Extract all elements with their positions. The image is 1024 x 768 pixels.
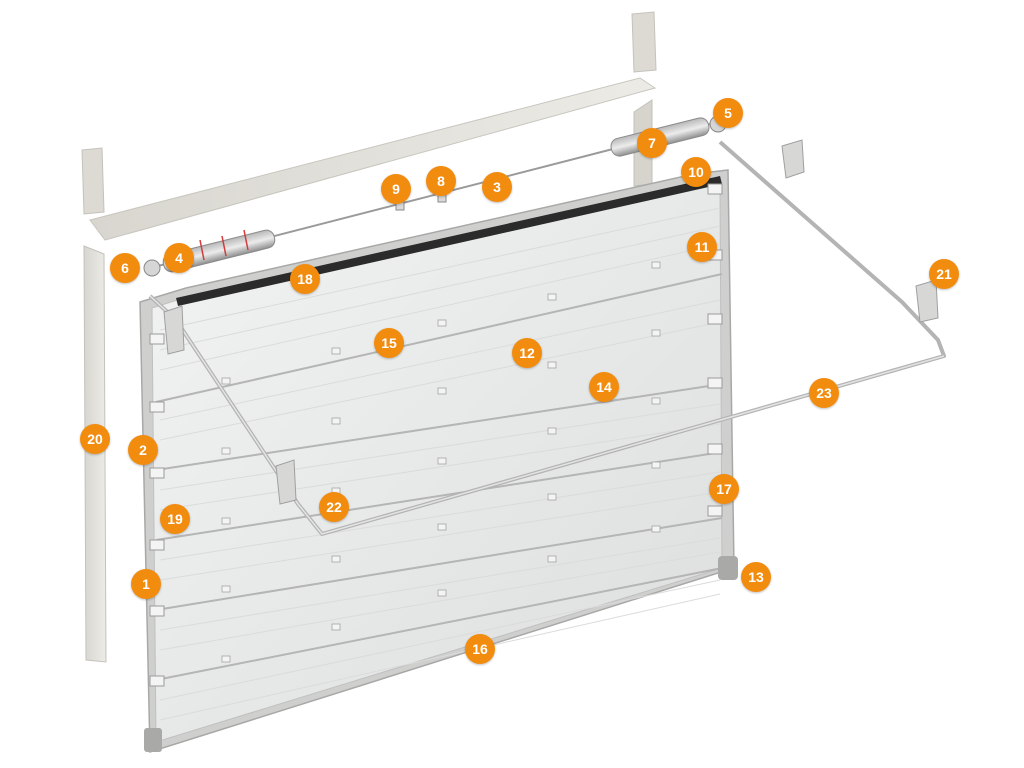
right-hinges: [707, 183, 723, 517]
bottom-right-bracket: [718, 556, 738, 580]
section-joints: [155, 273, 723, 681]
callout-20: 20: [80, 424, 110, 454]
spring-left-markings: [199, 229, 249, 261]
bracket-left: [163, 305, 185, 355]
panel-ribs: [159, 207, 721, 721]
callout-23: 23: [809, 378, 839, 408]
callout-8: 8: [426, 166, 456, 196]
callout-14: 14: [589, 372, 619, 402]
callout-17: 17: [709, 474, 739, 504]
left-side-trim: [83, 245, 107, 663]
callout-16: 16: [465, 634, 495, 664]
callout-4: 4: [164, 243, 194, 273]
callout-9: 9: [381, 174, 411, 204]
right-top-trim: [631, 11, 657, 73]
drum-left: [143, 259, 161, 277]
callout-12: 12: [512, 338, 542, 368]
center-hinges: [221, 261, 661, 663]
left-top-trim: [81, 147, 105, 215]
callout-3: 3: [482, 172, 512, 202]
callout-21: 21: [929, 259, 959, 289]
bracket-lower: [275, 459, 297, 505]
top-trim: [89, 77, 657, 241]
callout-6: 6: [110, 253, 140, 283]
callout-11: 11: [687, 232, 717, 262]
callout-15: 15: [374, 328, 404, 358]
callout-7: 7: [637, 128, 667, 158]
callout-1: 1: [131, 569, 161, 599]
callout-18: 18: [290, 264, 320, 294]
callout-19: 19: [160, 504, 190, 534]
callout-10: 10: [681, 157, 711, 187]
callout-22: 22: [319, 492, 349, 522]
callout-13: 13: [741, 562, 771, 592]
bottom-left-bracket: [144, 728, 162, 752]
left-hinges: [149, 333, 165, 687]
bracket-right: [915, 279, 939, 323]
callout-2: 2: [128, 435, 158, 465]
bracket-right-top: [781, 139, 805, 179]
callout-5: 5: [713, 98, 743, 128]
